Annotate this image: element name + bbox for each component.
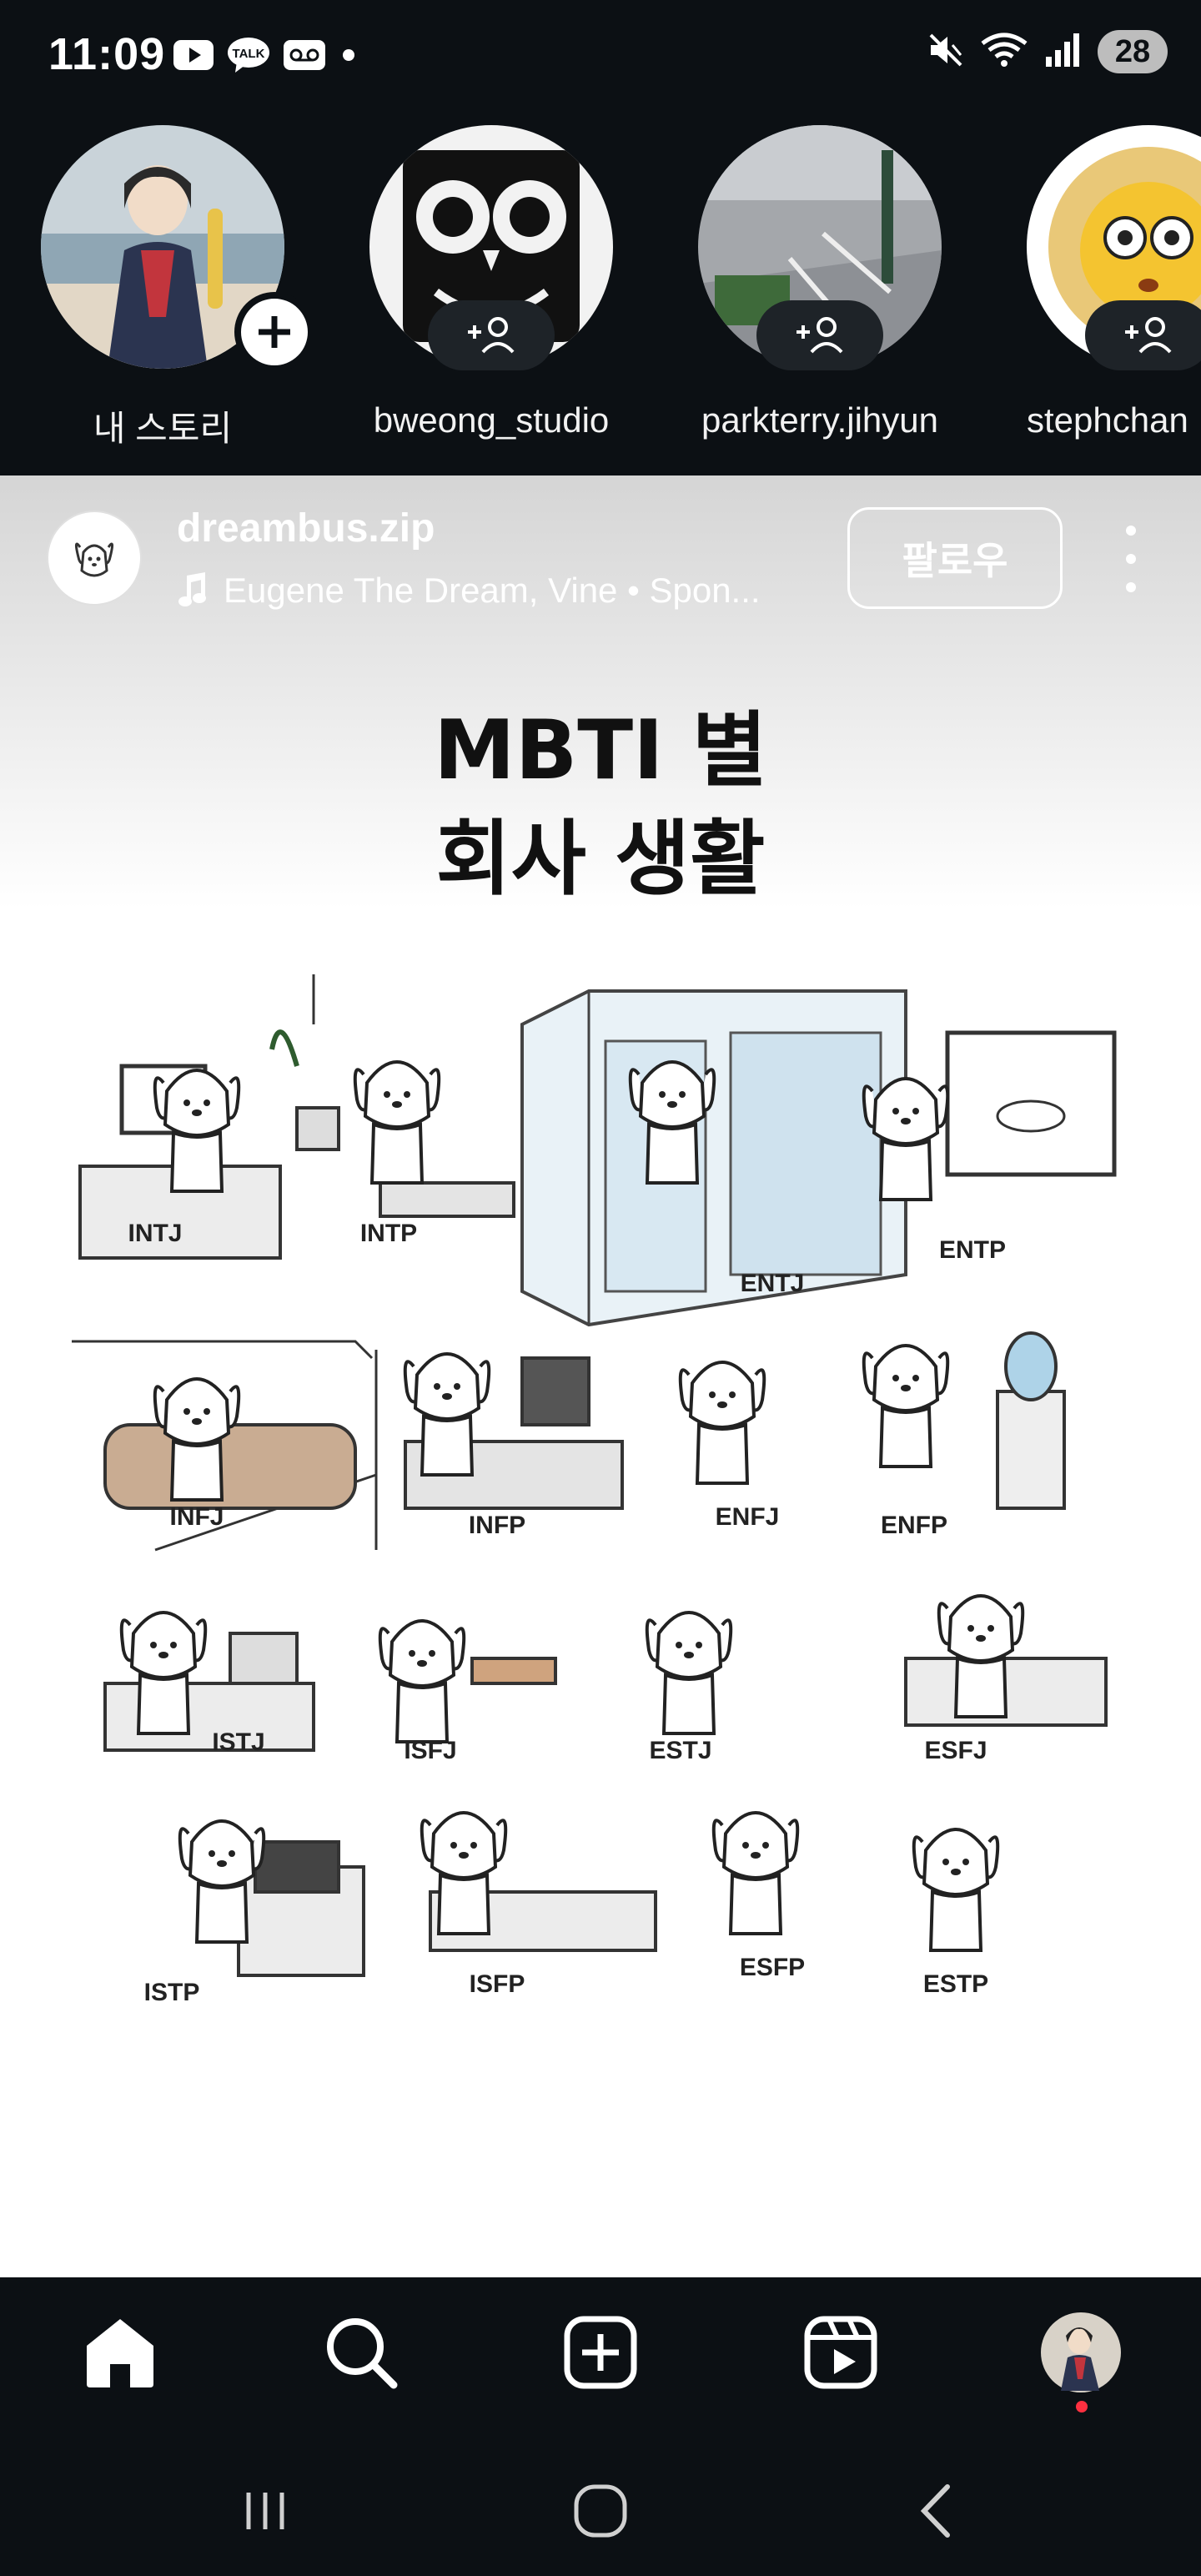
puppy-figure <box>178 1819 266 1944</box>
battery-indicator: 28 <box>1098 30 1168 73</box>
mbti-office-illustration[interactable]: INTJ INTP ENTJ ENTP INFJ INFP ENFJ ENFP ISTJ ISFJ… <box>72 974 1126 2027</box>
profile-notification-dot <box>1076 2401 1088 2412</box>
system-navigation <box>0 2428 1201 2576</box>
story-label: bweong_studio <box>373 400 610 440</box>
story-stephchan[interactable]: stephchan <box>1007 125 1201 475</box>
puppy-figure <box>711 1811 800 1935</box>
puppy-figure <box>420 1811 508 1935</box>
add-person-icon <box>1125 317 1172 354</box>
story-my-story[interactable]: 내 스토리 <box>21 125 314 475</box>
post-header: dreambus.zip Eugene The Dream, Vine • Sp… <box>0 475 1201 642</box>
nav-reels[interactable] <box>799 2311 882 2394</box>
post-music[interactable]: Eugene The Dream, Vine • Spon... <box>177 571 761 611</box>
voicemail-icon <box>284 40 325 74</box>
add-person-icon <box>796 317 843 354</box>
puppy-figure <box>862 1077 950 1201</box>
dog-logo-icon <box>74 542 114 577</box>
bottom-navigation <box>0 2277 1201 2428</box>
mbti-type-label: ISFJ <box>404 1737 456 1764</box>
story-bweong-studio[interactable]: bweong_studio <box>349 125 633 475</box>
follow-button[interactable]: 팔로우 <box>847 507 1063 609</box>
mbti-type-label: INFP <box>469 1512 525 1539</box>
recent-apps-icon <box>246 2493 284 2529</box>
home-icon <box>87 2319 153 2387</box>
status-left-icons: TALK <box>173 37 359 78</box>
mbti-type-label: ESTJ <box>649 1737 711 1764</box>
puppy-figure <box>119 1611 208 1735</box>
more-dot-icon <box>1126 554 1136 564</box>
story-parkterry-jihyun[interactable]: parkterry.jihyun <box>678 125 962 475</box>
more-options-button[interactable] <box>1114 526 1148 592</box>
search-icon <box>327 2318 398 2389</box>
nav-profile[interactable] <box>1039 2311 1123 2394</box>
post-header-gradient <box>0 475 1201 909</box>
nav-search[interactable] <box>319 2311 403 2394</box>
signal-icon <box>1044 32 1081 73</box>
illustration-svg: INTJ INTP ENTJ ENTP INFJ INFP ENFJ ENFP ISTJ ISFJ… <box>72 974 1126 2027</box>
youtube-icon <box>173 40 214 74</box>
system-home-button[interactable] <box>559 2469 642 2553</box>
mbti-type-label: ESFP <box>740 1954 805 1981</box>
mbti-type-label: INFJ <box>169 1503 224 1531</box>
puppy-figure <box>378 1619 466 1743</box>
stories-tray: 내 스토리 bweong_studio <box>0 108 1201 475</box>
puppy-figure <box>862 1344 950 1468</box>
home-circle-icon <box>574 2484 627 2538</box>
puppy-figure <box>678 1361 766 1485</box>
more-dot-icon <box>1126 582 1136 592</box>
follow-pill[interactable] <box>1085 300 1201 370</box>
add-story-button[interactable] <box>234 292 314 372</box>
mbti-type-label: INTJ <box>128 1220 182 1247</box>
mbti-type-label: ISTJ <box>212 1728 264 1756</box>
music-track-text: Eugene The Dream, Vine • Spon... <box>224 571 761 610</box>
status-right-icons: 28 <box>927 30 1168 73</box>
more-dot-icon <box>1126 526 1136 536</box>
follow-pill[interactable] <box>756 300 883 370</box>
mbti-type-label: ISFP <box>470 1970 525 1998</box>
status-bar: 11:09 TALK 28 <box>0 0 1201 108</box>
mbti-type-label: ESTP <box>923 1970 988 1998</box>
puppy-figure <box>153 1377 241 1502</box>
story-label: parkterry.jihyun <box>701 400 938 440</box>
nav-create[interactable] <box>559 2311 642 2394</box>
back-icon <box>920 2484 950 2538</box>
mbti-type-label: ESFJ <box>924 1737 987 1764</box>
reels-icon <box>804 2316 877 2389</box>
music-note-icon <box>178 572 206 606</box>
create-icon <box>564 2316 637 2389</box>
story-label: stephchan <box>1027 400 1188 440</box>
post-username[interactable]: dreambus.zip <box>177 506 435 551</box>
mbti-type-label: ENTJ <box>741 1270 805 1297</box>
puppy-figure <box>912 1828 1000 1952</box>
status-time: 11:09 <box>48 29 166 79</box>
mbti-type-label: ENTP <box>939 1236 1006 1264</box>
puppy-figure <box>353 1060 441 1185</box>
dot-icon <box>339 45 359 69</box>
mbti-type-label: ISTP <box>144 1979 200 2006</box>
mute-icon <box>927 32 964 73</box>
nav-home[interactable] <box>78 2311 162 2394</box>
mbti-type-label: INTP <box>360 1220 417 1247</box>
puppy-figure <box>645 1611 733 1735</box>
follow-pill[interactable] <box>428 300 555 370</box>
post-title-line2: 회사 생활 <box>435 812 766 907</box>
recent-apps-button[interactable] <box>224 2469 307 2553</box>
mbti-type-label: ENFP <box>881 1512 947 1539</box>
plus-icon <box>259 316 290 348</box>
mbti-type-label: ENFJ <box>716 1503 780 1531</box>
system-back-button[interactable] <box>896 2469 979 2553</box>
post-author-avatar[interactable] <box>47 511 142 606</box>
profile-avatar <box>1041 2312 1121 2392</box>
post: dreambus.zip Eugene The Dream, Vine • Sp… <box>0 475 1201 2277</box>
svg-text:TALK: TALK <box>233 47 265 61</box>
story-label: 내 스토리 <box>93 409 233 448</box>
post-title-line1: MBTI 별 <box>434 703 767 798</box>
add-person-icon <box>468 317 515 354</box>
puppy-figure <box>403 1352 491 1477</box>
puppy-figure <box>628 1060 716 1185</box>
puppy-figure <box>153 1069 241 1193</box>
puppy-figure <box>937 1594 1025 1718</box>
wifi-icon <box>981 32 1028 73</box>
kakaotalk-icon: TALK <box>227 37 270 78</box>
